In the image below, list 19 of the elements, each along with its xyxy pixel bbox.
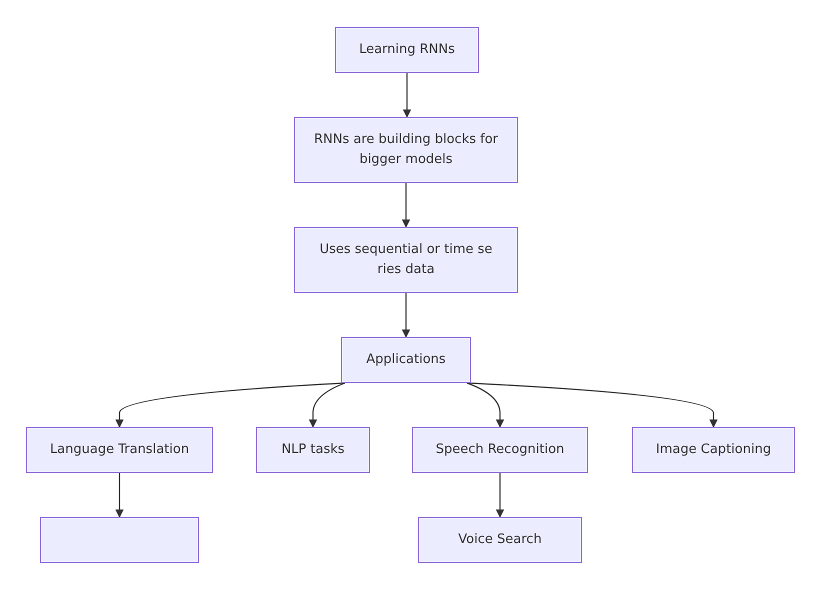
empty-box [40, 517, 199, 563]
process-box: Uses sequential or time se ries data [294, 227, 518, 293]
process-box: Image Captioning [632, 427, 795, 473]
process-box: Speech Recognition [412, 427, 588, 473]
arrow [402, 293, 410, 338]
arrow [115, 382, 346, 428]
arrow [402, 183, 410, 228]
process-box: Learning RNNs [335, 27, 479, 73]
arrow [402, 73, 412, 118]
arrow [496, 473, 504, 518]
arrow [115, 473, 124, 518]
process-box: Language Translation [26, 427, 213, 473]
arrow [466, 382, 718, 428]
process-box: Voice Search [418, 517, 582, 563]
process-box: RNNs are building blocks for bigger models [294, 117, 518, 183]
arrow [466, 382, 504, 428]
process-box: NLP tasks [256, 427, 370, 473]
arrow [308, 382, 346, 428]
process-box: Applications [341, 337, 471, 383]
